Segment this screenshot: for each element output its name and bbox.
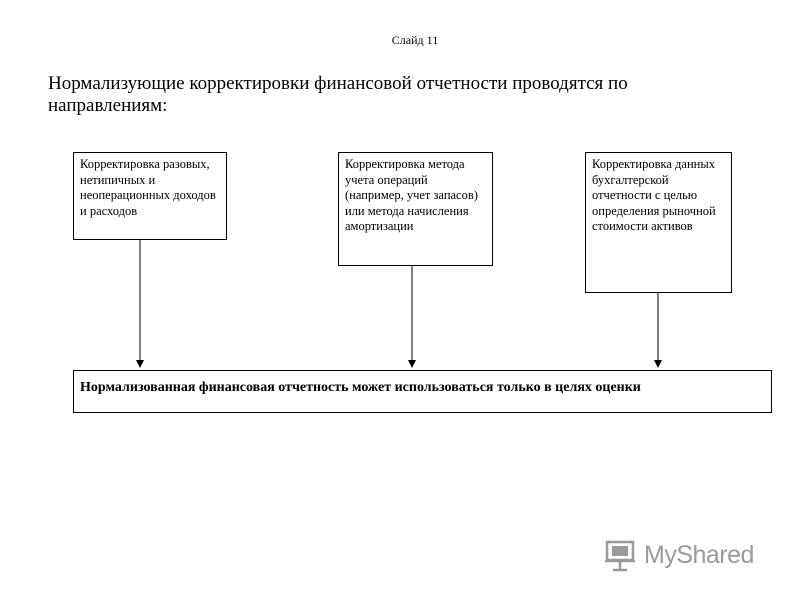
result-box: Нормализованная финансовая отчетность мо…	[73, 370, 772, 413]
slide-heading: Нормализующие корректировки финансовой о…	[48, 73, 628, 116]
watermark-logo: MyShared	[604, 537, 774, 573]
slide-label: Слайд 11	[391, 33, 439, 47]
adjustment-box-market-value: Корректировка данных бухгалтерской отчет…	[585, 152, 732, 293]
presentation-board-icon	[605, 540, 635, 572]
watermark-text: MyShared	[644, 540, 754, 569]
adjustment-box-one-time-items: Корректировка разовых, нетипичных и неоп…	[73, 152, 227, 240]
adjustment-box-accounting-method: Корректировка метода учета операций (нап…	[338, 152, 493, 266]
